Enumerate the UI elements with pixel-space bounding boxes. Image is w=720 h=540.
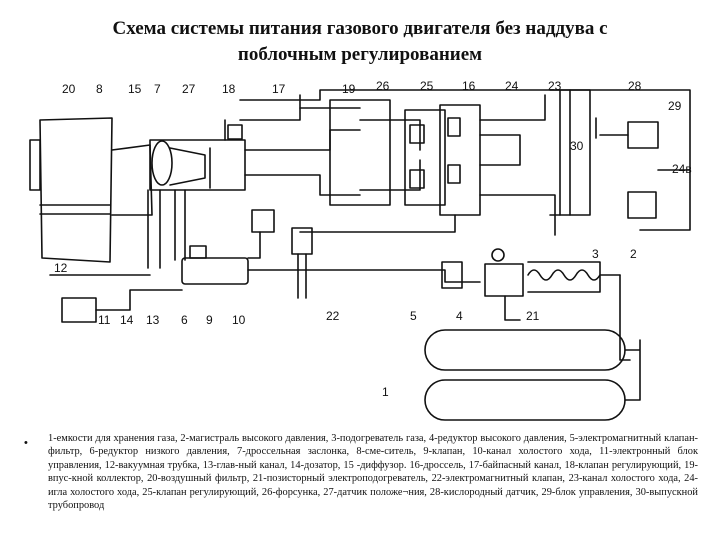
slide-title-line-1: Схема системы питания газового двигателя… xyxy=(112,18,608,39)
callout-number: 21 xyxy=(526,309,540,323)
legend-text: 1-емкости для хранения газа, 2-магистрал… xyxy=(48,433,698,512)
callout-number: 11 xyxy=(98,313,111,327)
mixer xyxy=(149,119,361,196)
control-block xyxy=(627,121,659,149)
callout-number: 3 xyxy=(592,247,599,261)
callout-number: 12 xyxy=(54,261,68,275)
callout-number: 23 xyxy=(548,79,562,93)
regulating-valve xyxy=(251,209,275,233)
gas-cylinders xyxy=(424,329,641,421)
callout-number: 27 xyxy=(182,82,196,96)
callout-number: 16 xyxy=(462,79,476,93)
callout-number: 9 xyxy=(206,313,213,327)
gas-line xyxy=(247,269,481,283)
callout-number: 2 xyxy=(630,247,637,261)
high-pressure-line xyxy=(619,274,631,361)
injector-block xyxy=(404,104,521,216)
main-channel xyxy=(174,189,186,261)
callout-number: 15 xyxy=(128,82,142,96)
low-pressure-reducer xyxy=(181,245,249,285)
dosing-channel xyxy=(147,189,161,269)
intake-manifold xyxy=(329,99,421,206)
callout-number: 4 xyxy=(456,309,463,323)
callout-number: 7 xyxy=(154,82,161,96)
callout-number: 18 xyxy=(222,82,236,96)
callout-number: 30 xyxy=(570,139,584,153)
callout-number: 28 xyxy=(628,79,642,93)
electronic-control-unit xyxy=(61,297,97,323)
callout-number: 22 xyxy=(326,309,340,323)
electromagnetic-valve xyxy=(291,227,313,299)
callout-number: 10 xyxy=(232,313,246,327)
air-filter xyxy=(29,117,153,263)
bypass-channel xyxy=(239,107,361,121)
gas-heater xyxy=(527,269,621,281)
callout-number: 25 xyxy=(420,79,434,93)
callout-number: 6 xyxy=(181,313,188,327)
solenoid-filter-valve xyxy=(441,261,463,289)
slide-title: Схема системы питания газового двигателя… xyxy=(40,16,680,68)
callout-number: 24 xyxy=(505,79,519,93)
callout-number: 17 xyxy=(272,82,286,96)
callout-number: 13 xyxy=(146,313,160,327)
callout-number: 14 xyxy=(120,313,134,327)
idle-channel xyxy=(479,94,546,121)
callout-number: 1 xyxy=(382,385,389,399)
callout-number: 26 xyxy=(376,79,390,93)
high-pressure-reducer xyxy=(484,248,524,297)
slide-title-line-2: поблочным регулированием xyxy=(237,44,483,65)
legend-bullet: • xyxy=(24,437,28,449)
sensor-box xyxy=(627,191,657,219)
callout-number: 29 xyxy=(668,99,682,113)
positor-heater xyxy=(504,295,521,321)
callout-number: 5 xyxy=(410,309,417,323)
callout-number: 19 xyxy=(342,82,356,96)
callout-number: 20 xyxy=(62,82,76,96)
fuel-system-diagram: 20815727181719262516242328293024в2312111… xyxy=(29,79,692,421)
callout-number: 8 xyxy=(96,82,103,96)
callout-number: 24в xyxy=(672,162,692,176)
